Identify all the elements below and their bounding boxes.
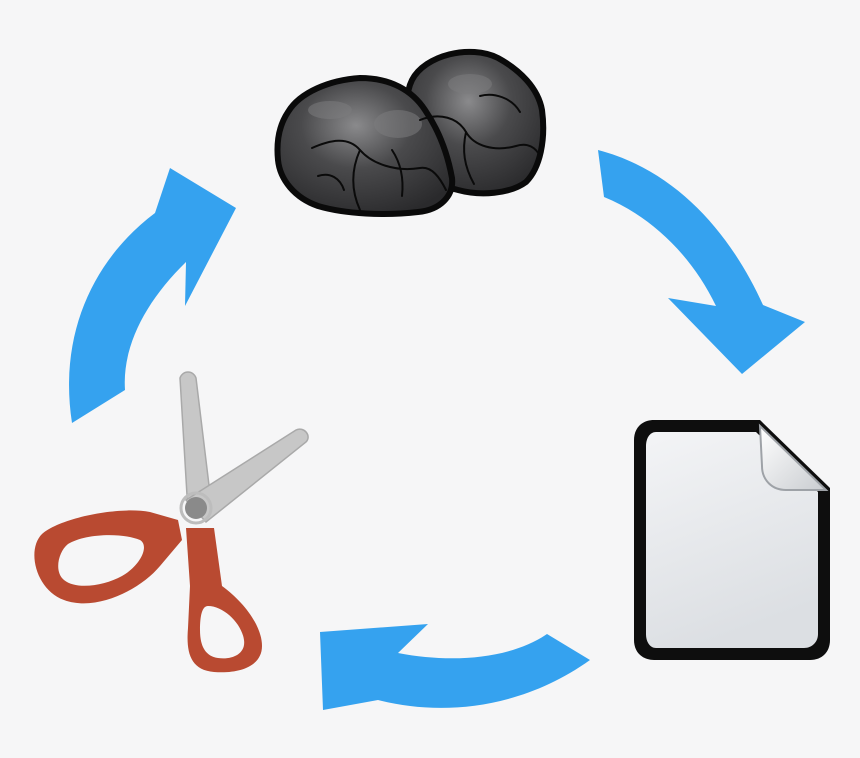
scissors-icon xyxy=(34,371,309,673)
coal-rock-icon xyxy=(274,48,547,217)
arrow-right-down-icon xyxy=(598,150,805,374)
arrow-left-icon xyxy=(320,624,590,710)
paper-sheet-icon xyxy=(634,420,830,660)
arrow-up-right-icon xyxy=(69,168,236,423)
